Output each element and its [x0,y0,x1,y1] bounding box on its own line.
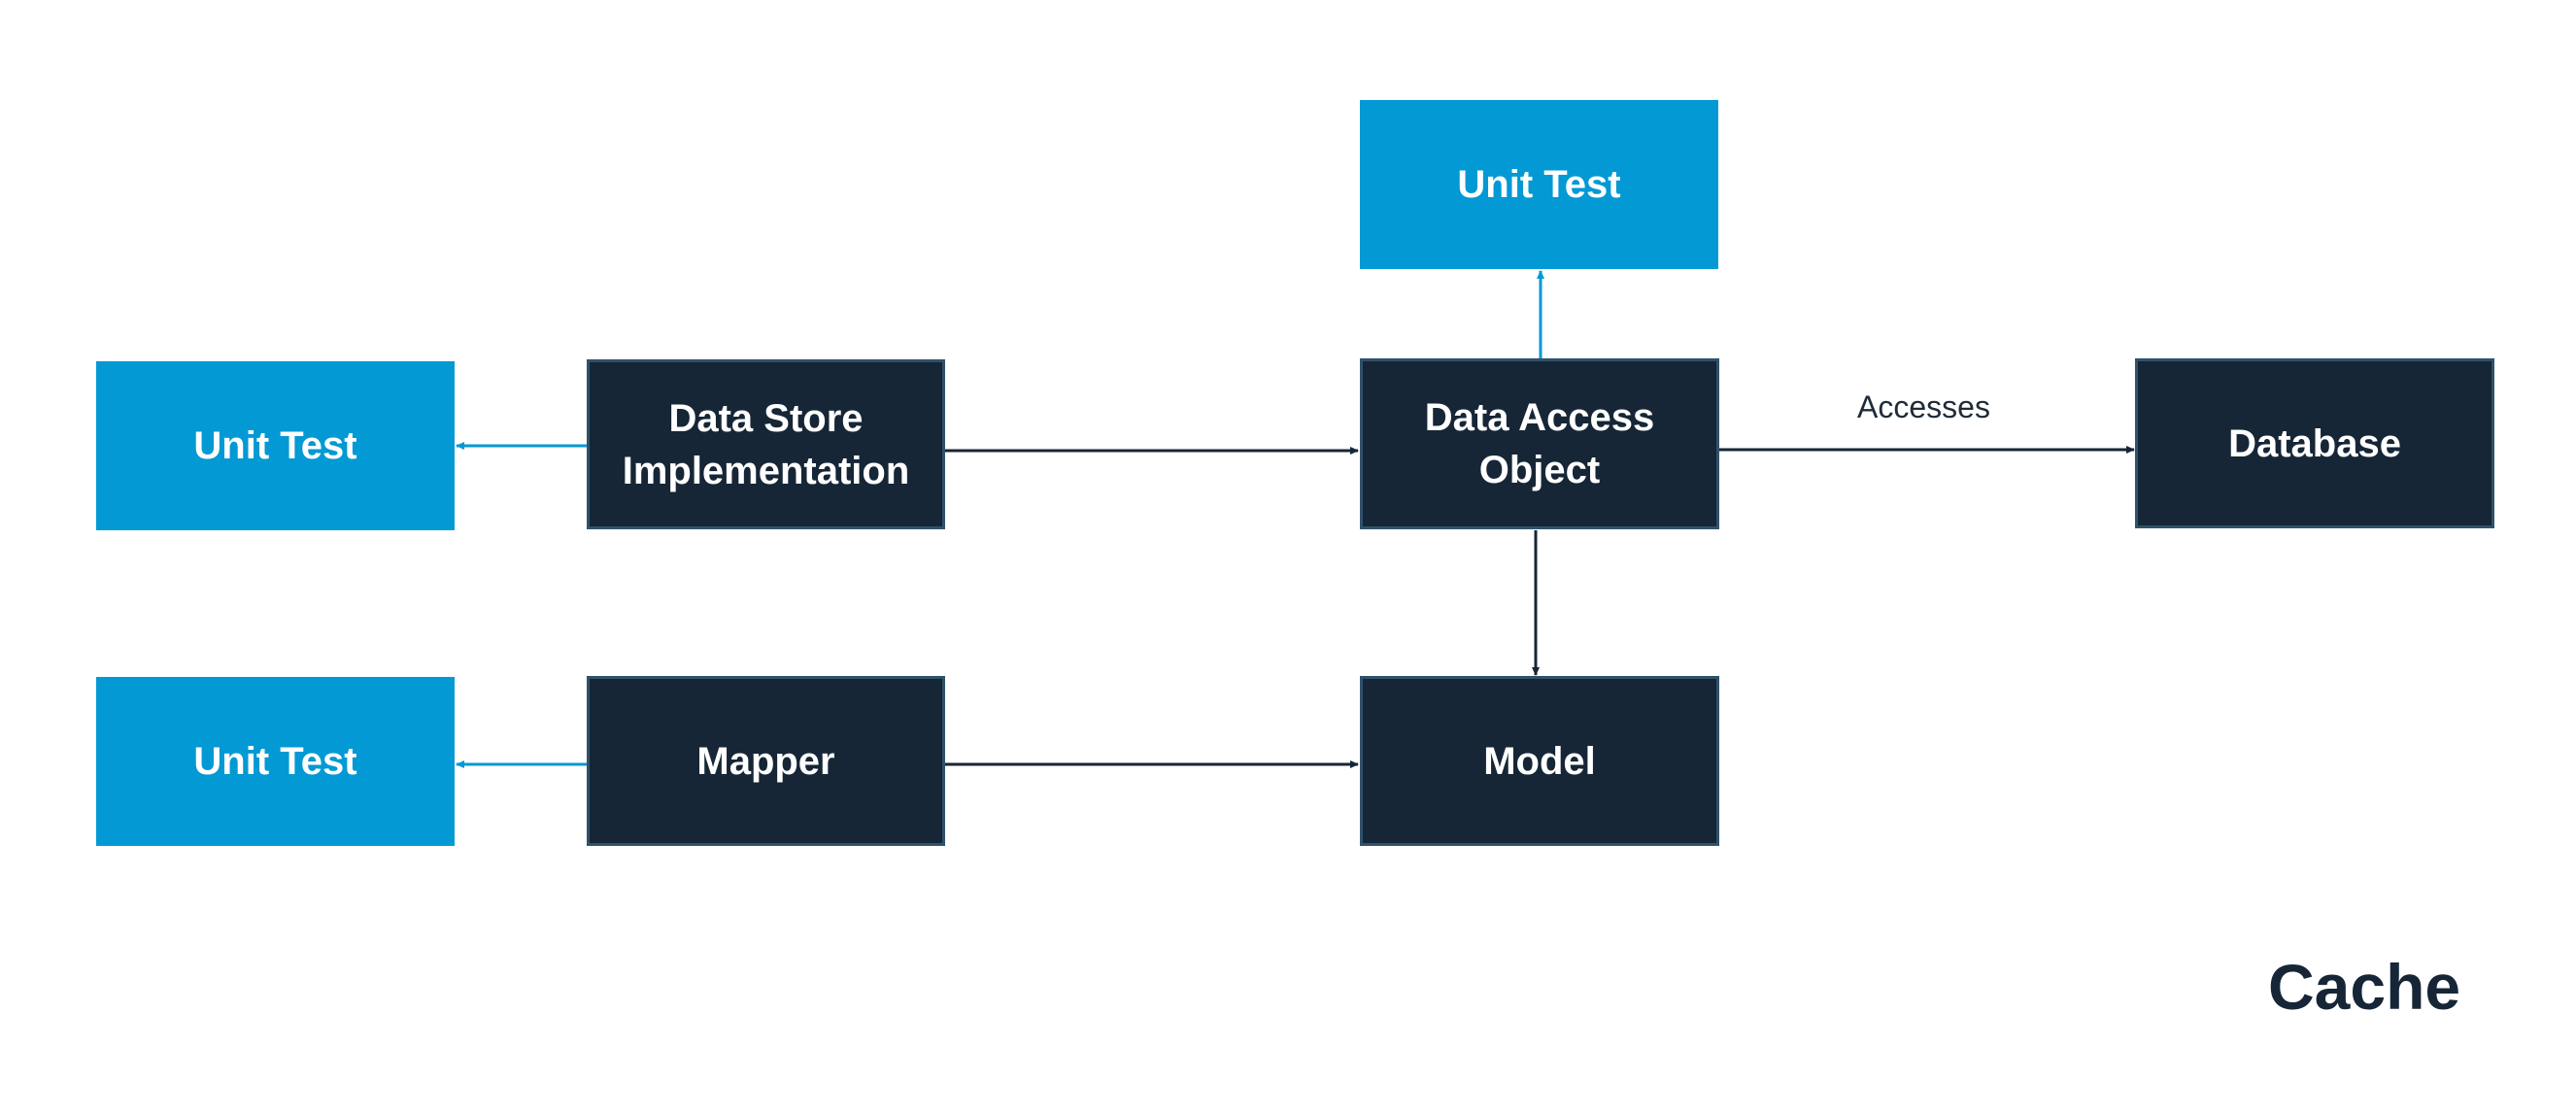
node-data-store-implementation: Data Store Implementation [587,359,945,529]
node-model: Model [1360,676,1719,846]
edge-label-accesses: Accesses [1857,389,1990,424]
node-unit-test-top: Unit Test [1360,100,1718,269]
diagram-title: Cache [2268,951,2461,1023]
node-data-access-object: Data Access Object [1360,358,1719,529]
node-unit-test-left-2: Unit Test [96,677,455,846]
node-database: Database [2135,358,2494,528]
node-mapper: Mapper [587,676,945,846]
node-unit-test-left-1: Unit Test [96,361,455,530]
